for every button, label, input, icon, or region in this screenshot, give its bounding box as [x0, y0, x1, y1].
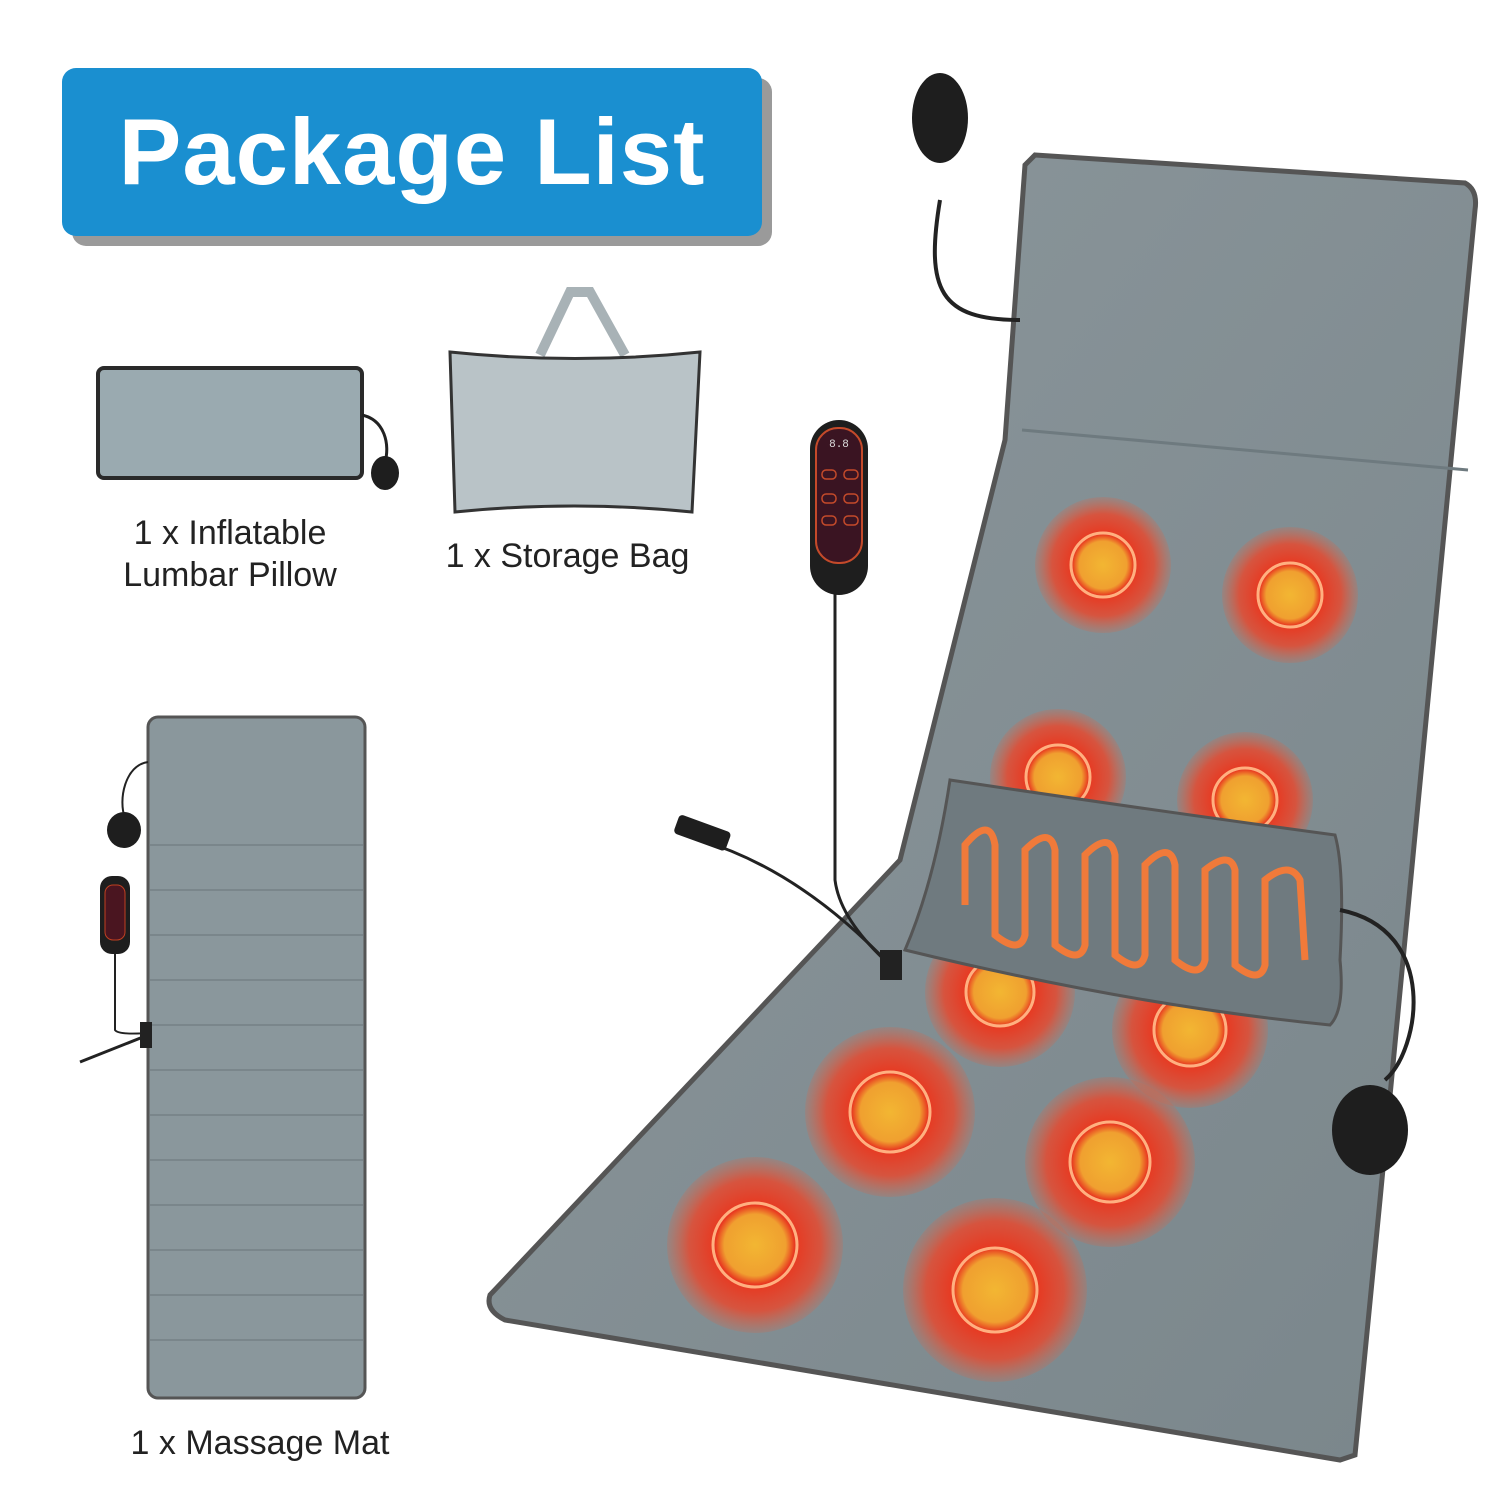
storage-bag-image [448, 287, 702, 514]
remote-display: 8.8 [829, 439, 849, 451]
air-pump-icon [371, 456, 399, 490]
lumbar-pillow-label: 1 x Inflatable Lumbar Pillow [90, 512, 370, 596]
massage-mat-label: 1 x Massage Mat [130, 1424, 390, 1462]
massage-mat-in-use-image [486, 73, 1478, 1463]
inflatable-lumbar-pillow-image [96, 366, 399, 490]
label-line: Lumbar Pillow [123, 556, 337, 594]
remote-control-image: 8.8 [810, 420, 868, 595]
air-pump-icon [912, 73, 968, 163]
label-line: 1 x Inflatable [133, 514, 327, 552]
page-title: Package List [118, 99, 706, 204]
storage-bag-label: 1 x Storage Bag [445, 537, 690, 575]
air-pump-icon [1332, 1085, 1408, 1175]
massage-mat-image [79, 715, 367, 1400]
heat-spots [667, 497, 1358, 1382]
package-list-banner: Package List [62, 68, 762, 236]
